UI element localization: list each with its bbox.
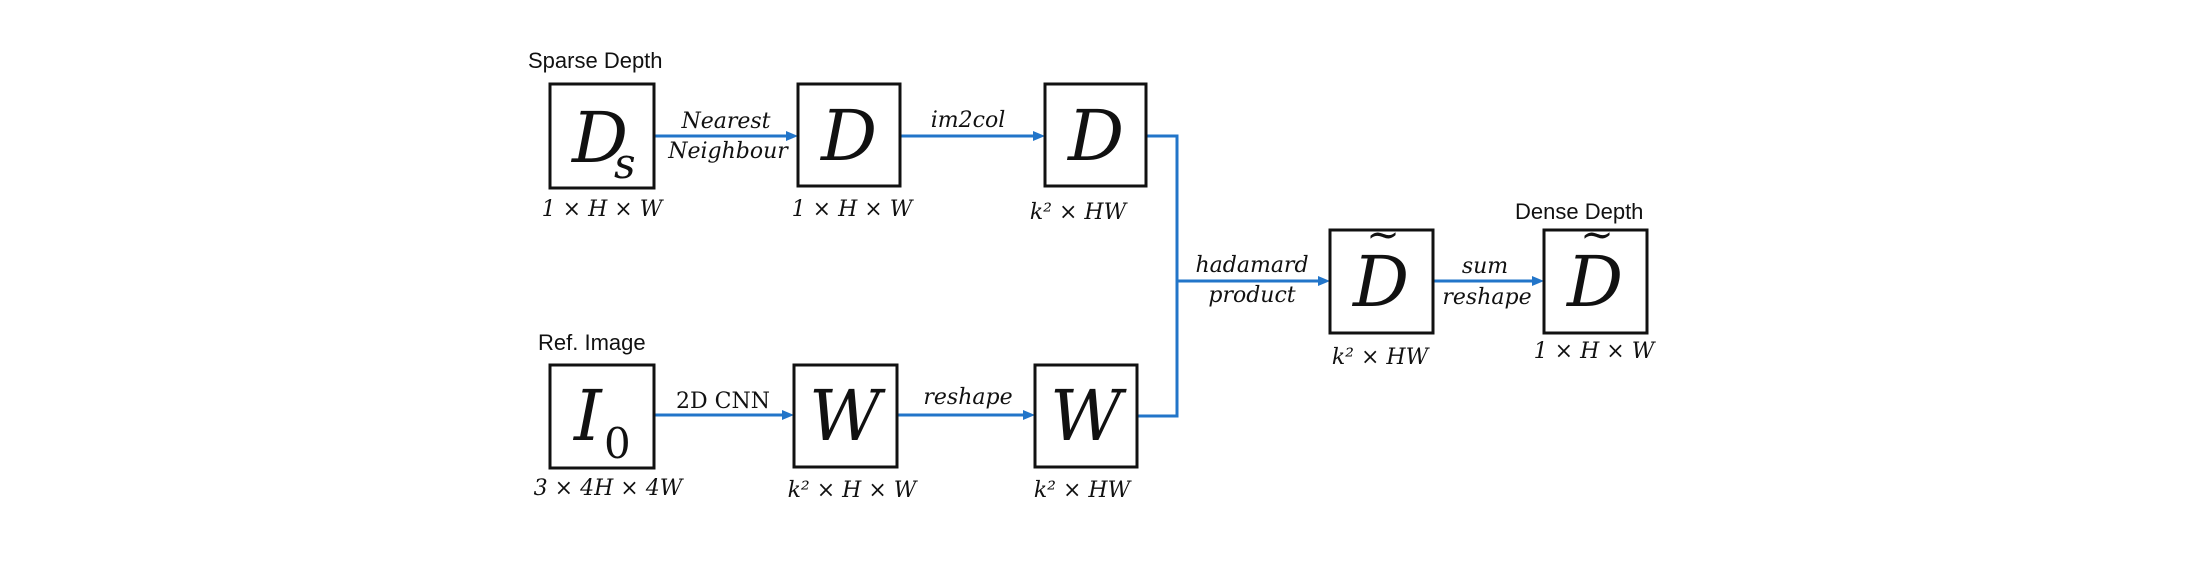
node-dense-depth: D ~ 1 × H × W <box>1534 212 1657 364</box>
dim-ds: 1 × H × W <box>542 197 665 222</box>
tilde-dt2: ~ <box>1580 212 1614 258</box>
box-dt2 <box>1542 228 1649 335</box>
label-2d-cnn: 2D CNN <box>676 389 770 414</box>
symbol-d2: D <box>1066 95 1124 177</box>
label-neighbour: Neighbour <box>667 139 789 164</box>
node-weights: W k² × H × W <box>788 363 919 503</box>
subscript-ds: s <box>614 139 636 188</box>
node-nn-depth: D 1 × H × W <box>792 82 915 222</box>
dim-w2: k² × HW <box>1034 478 1133 503</box>
arrows <box>654 131 1544 420</box>
box-i0 <box>548 363 656 470</box>
node-unfolded-depth: D k² × HW <box>1030 82 1148 225</box>
node-weighted-depth: D ~ k² × HW <box>1328 212 1435 370</box>
dim-dt1: k² × HW <box>1332 345 1431 370</box>
title-ref-image: Ref. Image <box>538 330 646 355</box>
box-d2 <box>1043 82 1148 188</box>
connector-merge <box>1137 134 1179 418</box>
box-dt1 <box>1328 228 1435 335</box>
title-dense-depth: Dense Depth <box>1515 199 1643 224</box>
label-reshape: reshape <box>923 385 1012 410</box>
label-reshape-2: reshape <box>1442 285 1531 310</box>
box-w2 <box>1033 363 1139 469</box>
arrowhead-w-to-w <box>1023 410 1035 420</box>
node-sparse-depth: D s 1 × H × W <box>542 82 665 222</box>
symbol-w1: W <box>809 375 886 457</box>
title-sparse-depth: Sparse Depth <box>528 48 663 73</box>
label-im2col: im2col <box>931 108 1006 133</box>
box-d1 <box>796 82 902 188</box>
node-reshaped-weights: W k² × HW <box>1033 363 1139 503</box>
dim-i0: 3 × 4H × 4W <box>534 476 685 501</box>
box-w1 <box>792 363 899 469</box>
node-ref-image: I 0 3 × 4H × 4W <box>534 363 685 501</box>
dim-dt2: 1 × H × W <box>1534 339 1657 364</box>
dim-w1: k² × H × W <box>788 478 919 503</box>
symbol-i0: I <box>572 375 603 457</box>
arrowhead-sum-reshape <box>1532 276 1544 286</box>
tilde-dt1: ~ <box>1366 212 1400 258</box>
arrowhead-d-to-d <box>1033 131 1045 141</box>
symbol-dt2: D <box>1565 241 1623 323</box>
label-hadamard: hadamard <box>1195 253 1308 278</box>
dim-d2: k² × HW <box>1030 200 1129 225</box>
box-ds <box>548 82 656 190</box>
symbol-w2: W <box>1050 375 1127 457</box>
label-product: product <box>1208 283 1295 308</box>
arrowhead-ds-to-d <box>786 131 798 141</box>
label-nearest: Nearest <box>680 109 770 134</box>
symbol-ds: D <box>570 97 628 179</box>
arrowhead-hadamard <box>1318 276 1330 286</box>
symbol-d1: D <box>819 95 877 177</box>
label-sum: sum <box>1462 254 1508 279</box>
dim-d1: 1 × H × W <box>792 197 915 222</box>
symbol-dt1: D <box>1351 241 1409 323</box>
arrowhead-i0-to-w <box>782 410 794 420</box>
subscript-i0: 0 <box>604 419 631 468</box>
